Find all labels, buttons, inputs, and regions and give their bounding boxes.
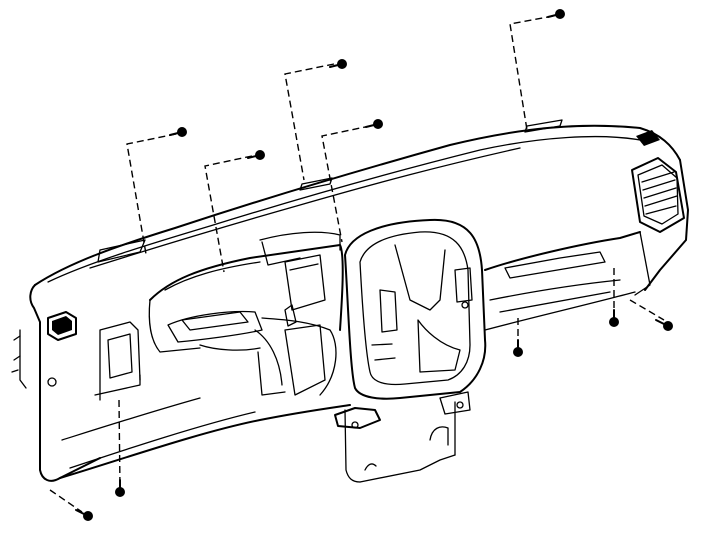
bolt-upper-right-icon xyxy=(547,9,565,19)
bolt-lower-center-icon xyxy=(513,339,523,357)
bolts xyxy=(75,9,673,521)
bolt-lower-right-icon xyxy=(609,309,619,327)
instrument-panel-body xyxy=(11,119,689,483)
bolt-lower-left-icon xyxy=(115,479,125,497)
bolt-upper-mid-icon xyxy=(365,119,383,129)
bolt-upper-left-icon xyxy=(169,127,187,137)
leader-lines xyxy=(49,15,665,513)
bolt-upper-center-icon xyxy=(329,59,347,69)
bolt-left-end-icon xyxy=(75,509,93,521)
bolt-right-end-icon xyxy=(655,319,673,331)
bolt-upper-inner-icon xyxy=(247,150,265,160)
